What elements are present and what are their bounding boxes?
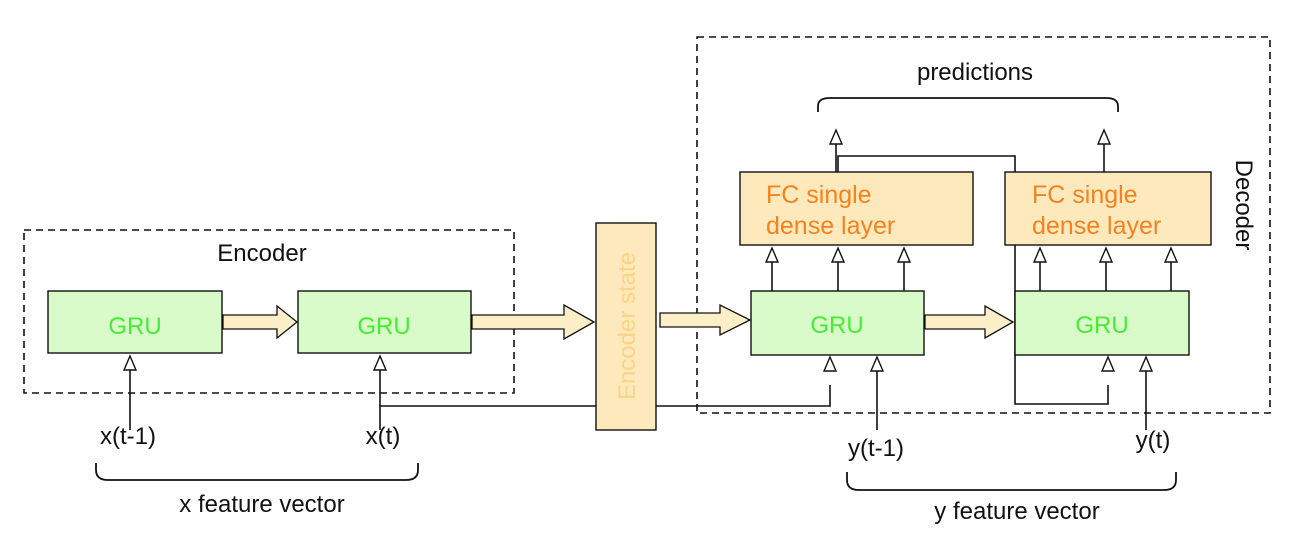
y-prev-label: y(t-1)	[848, 435, 904, 462]
y-feature-brace	[846, 472, 1177, 491]
arrows-gru2-to-fc2	[1032, 246, 1179, 291]
arrow-y-curr-to-decoder-gru-2	[1138, 355, 1154, 430]
predictions-brace	[817, 97, 1119, 112]
x-prev-label: x(t-1)	[100, 423, 156, 450]
encoder-group-box	[23, 229, 515, 394]
encoder-gru-box-1	[47, 290, 223, 354]
decoder-title: Decoder	[1230, 160, 1257, 251]
encoder-title: Encoder	[217, 240, 306, 267]
arrow-x-curr-to-gru	[372, 354, 388, 406]
fc-dense-label-2-line1: FC single	[1032, 181, 1138, 209]
encoder-gru-label-2: GRU	[357, 313, 410, 340]
encoder-gru-label-1: GRU	[108, 313, 161, 340]
fc-dense-label-2-line2: dense layer	[1032, 212, 1161, 240]
arrow-fc1-to-prediction	[828, 128, 844, 172]
arrow-y-prev-to-decoder-gru-1	[869, 355, 885, 430]
x-feature-vector-label: x feature vector	[179, 491, 344, 518]
predictions-label: predictions	[917, 59, 1033, 86]
fc-dense-box-2	[1004, 171, 1212, 246]
fc-dense-box-1	[739, 171, 974, 246]
decoder-gru-label-1: GRU	[810, 312, 863, 339]
x-curr-label: x(t)	[366, 423, 401, 450]
arrow-x-prev-to-gru	[122, 354, 138, 430]
arrow-xt-into-decoder-gru-1	[822, 355, 838, 372]
fc-dense-label-1-line2: dense layer	[766, 212, 895, 240]
encoder-gru-box-2	[297, 290, 472, 354]
decoder-gru-box-2	[1014, 290, 1190, 356]
fat-arrow-state-to-dec1	[659, 303, 752, 337]
arrow-feedback-into-decoder-gru-2	[1100, 355, 1116, 372]
decoder-gru-label-2: GRU	[1075, 312, 1128, 339]
fc-dense-label-1-line1: FC single	[766, 181, 872, 209]
encoder-state-box	[595, 222, 657, 431]
encoder-state-label: Encoder state	[614, 252, 641, 400]
arrows-gru1-to-fc1	[764, 246, 912, 291]
fat-arrow-enc1-to-enc2	[222, 304, 299, 340]
fat-arrow-enc2-to-state	[471, 303, 596, 341]
x-feature-brace	[95, 463, 419, 481]
arrow-fc2-to-prediction	[1096, 128, 1112, 172]
y-feature-vector-label: y feature vector	[934, 498, 1099, 525]
y-curr-label: y(t)	[1136, 427, 1171, 454]
decoder-feedback-line	[837, 155, 1109, 405]
fat-arrow-dec1-to-dec2	[924, 304, 1015, 340]
decoder-group-box	[696, 36, 1271, 414]
